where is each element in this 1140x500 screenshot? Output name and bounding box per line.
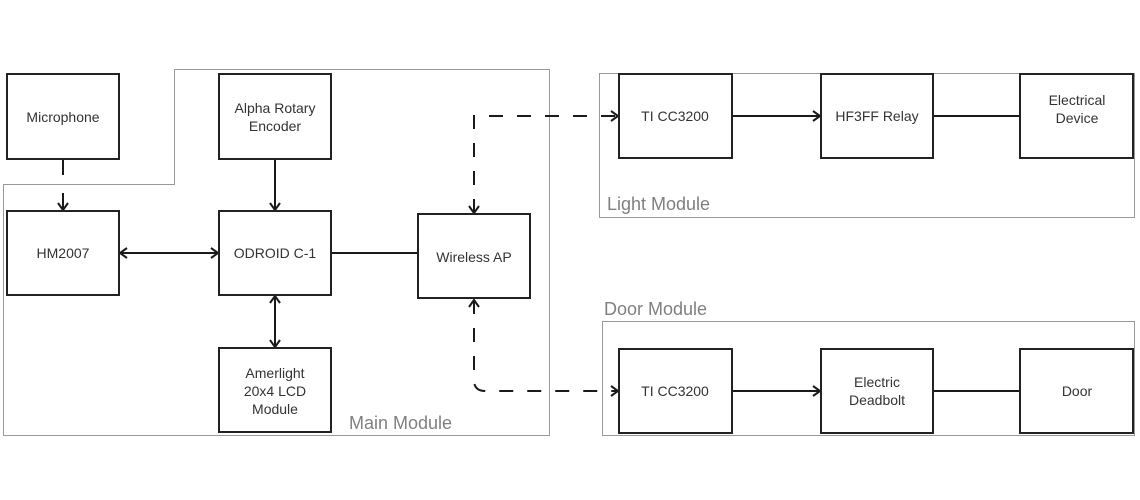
block-light-cc3200: TI CC3200 <box>618 73 733 159</box>
light-module-label: Light Module <box>607 194 710 214</box>
main-module-label: Main Module <box>349 413 452 433</box>
block-label: Module <box>252 401 298 417</box>
block-wireless-ap: Wireless AP <box>417 213 531 299</box>
block-microphone: Microphone <box>6 73 120 160</box>
block-electrical-device: Electrical Device <box>1019 73 1134 159</box>
door-module-container <box>602 321 1135 436</box>
block-label: Device <box>1056 110 1099 126</box>
block-hm2007: HM2007 <box>6 210 120 296</box>
block-relay: HF3FF Relay <box>820 73 934 159</box>
block-label: Door <box>1062 383 1093 399</box>
block-label: Microphone <box>26 109 99 125</box>
block-lcd: Amerlight 20x4 LCD Module <box>218 347 332 433</box>
block-door-cc3200: TI CC3200 <box>618 348 733 434</box>
block-label: Wireless AP <box>436 249 511 265</box>
block-label: Amerlight <box>245 365 304 381</box>
door-module-label: Door Module <box>604 299 707 319</box>
block-rotary-encoder: Alpha Rotary Encoder <box>218 73 332 160</box>
block-label: 20x4 LCD <box>244 383 306 399</box>
block-label: Encoder <box>249 118 301 134</box>
wire-ap-door <box>473 300 618 392</box>
arrow-head-icon <box>468 298 480 308</box>
block-label: HM2007 <box>37 245 90 261</box>
block-deadbolt: Electric Deadbolt <box>820 348 934 434</box>
wire-ap-light <box>473 115 618 213</box>
block-label: TI CC3200 <box>641 383 709 399</box>
block-label: Electrical <box>1049 92 1106 108</box>
block-door: Door <box>1019 348 1134 434</box>
block-label: Deadbolt <box>849 392 905 408</box>
block-label: TI CC3200 <box>641 108 709 124</box>
block-label: Alpha Rotary <box>235 100 316 116</box>
block-label: ODROID C-1 <box>234 245 317 261</box>
main-module-container <box>3 69 550 436</box>
block-label: HF3FF Relay <box>835 108 918 124</box>
block-label: Electric <box>854 374 900 390</box>
block-odroid: ODROID C-1 <box>218 210 332 296</box>
